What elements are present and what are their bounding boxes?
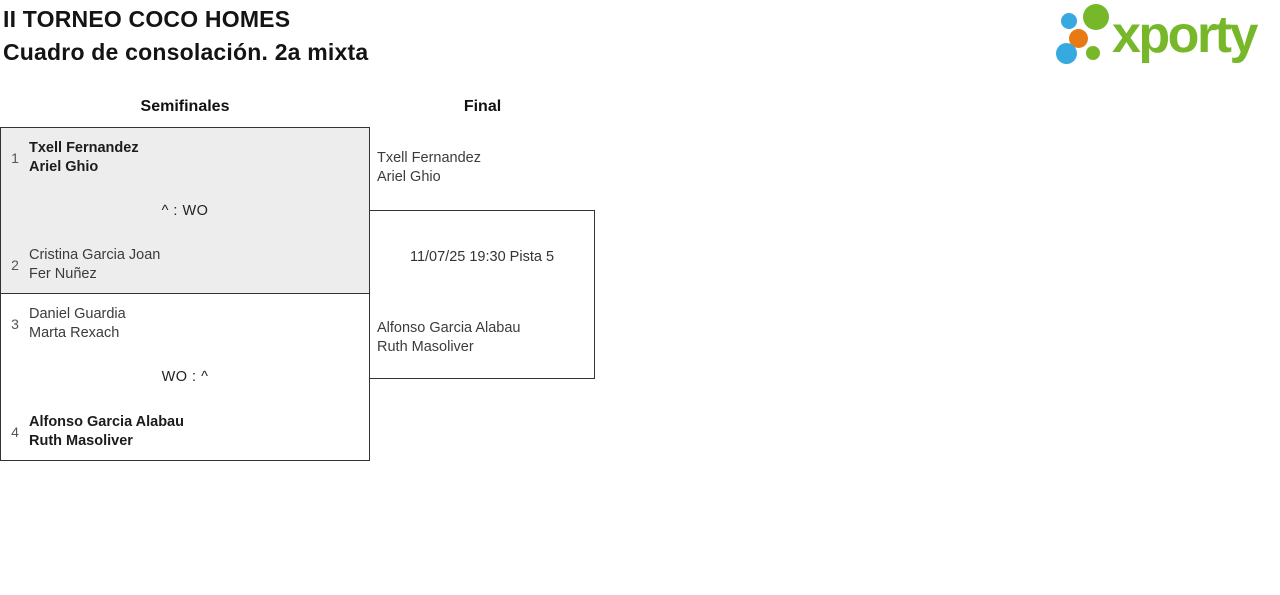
semifinal-2-team-top-row: 3 Daniel Guardia Marta Rexach <box>7 305 363 343</box>
final-team-top: Txell Fernandez Ariel Ghio <box>377 149 481 187</box>
player-name: Ariel Ghio <box>377 169 441 185</box>
seed-number: 3 <box>11 316 19 332</box>
logo-wordmark: xporty <box>1112 6 1258 64</box>
player-name: Marta Rexach <box>29 325 120 341</box>
match-score: WO : ^ <box>161 369 209 385</box>
logo-dot-green-big-icon <box>1083 4 1109 30</box>
page-title: II TORNEO COCO HOMES <box>3 6 291 32</box>
semifinal-1-card: 1 Txell Fernandez Ariel Ghio ^ : WO 2 Cr… <box>0 127 370 294</box>
logo-dot-blue-small-icon <box>1061 13 1077 29</box>
semifinal-2-team-bottom-row: 4 Alfonso Garcia Alabau Ruth Masoliver <box>7 413 363 451</box>
player-name: Fer Nuñez <box>29 266 97 282</box>
team-name: Txell Fernandez Ariel Ghio <box>29 139 139 177</box>
player-name: Ruth Masoliver <box>377 339 474 355</box>
xporty-logo[interactable]: xporty <box>1040 0 1280 80</box>
final-team-bottom: Alfonso Garcia Alabau Ruth Masoliver <box>377 319 520 357</box>
seed-number: 4 <box>11 424 19 440</box>
team-name: Alfonso Garcia Alabau Ruth Masoliver <box>29 413 184 451</box>
seed-number: 1 <box>11 150 19 166</box>
page-subtitle: Cuadro de consolación. 2a mixta <box>3 39 369 65</box>
page-header: II TORNEO COCO HOMES Cuadro de consolaci… <box>3 3 368 69</box>
logo-dot-blue-big-icon <box>1056 43 1077 64</box>
team-name: Daniel Guardia Marta Rexach <box>29 305 126 343</box>
semifinal-2-card: 3 Daniel Guardia Marta Rexach WO : ^ 4 A… <box>0 293 370 461</box>
semifinal-1-team-bottom-row: 2 Cristina Garcia Joan Fer Nuñez <box>7 246 363 284</box>
semifinal-1-team-top-row: 1 Txell Fernandez Ariel Ghio <box>7 139 363 177</box>
seed-number: 2 <box>11 257 19 273</box>
round-header-final: Final <box>463 98 502 115</box>
player-name: Ruth Masoliver <box>29 433 133 449</box>
player-name: Ariel Ghio <box>29 159 99 175</box>
player-name: Txell Fernandez <box>377 150 481 166</box>
player-name: Alfonso Garcia Alabau <box>377 320 521 336</box>
match-score: ^ : WO <box>161 202 209 219</box>
player-name: Txell Fernandez <box>29 140 139 156</box>
round-header-semifinales: Semifinales <box>140 98 230 115</box>
logo-dot-orange-icon <box>1069 29 1088 48</box>
logo-dot-green-small-icon <box>1086 46 1100 60</box>
match-schedule: 11/07/25 19:30 Pista 5 <box>409 249 555 265</box>
player-name: Daniel Guardia <box>29 306 126 322</box>
player-name: Cristina Garcia Joan <box>29 247 161 263</box>
team-name: Cristina Garcia Joan Fer Nuñez <box>29 246 160 284</box>
final-card: 11/07/25 19:30 Pista 5 Alfonso Garcia Al… <box>369 210 595 379</box>
player-name: Alfonso Garcia Alabau <box>29 414 184 430</box>
